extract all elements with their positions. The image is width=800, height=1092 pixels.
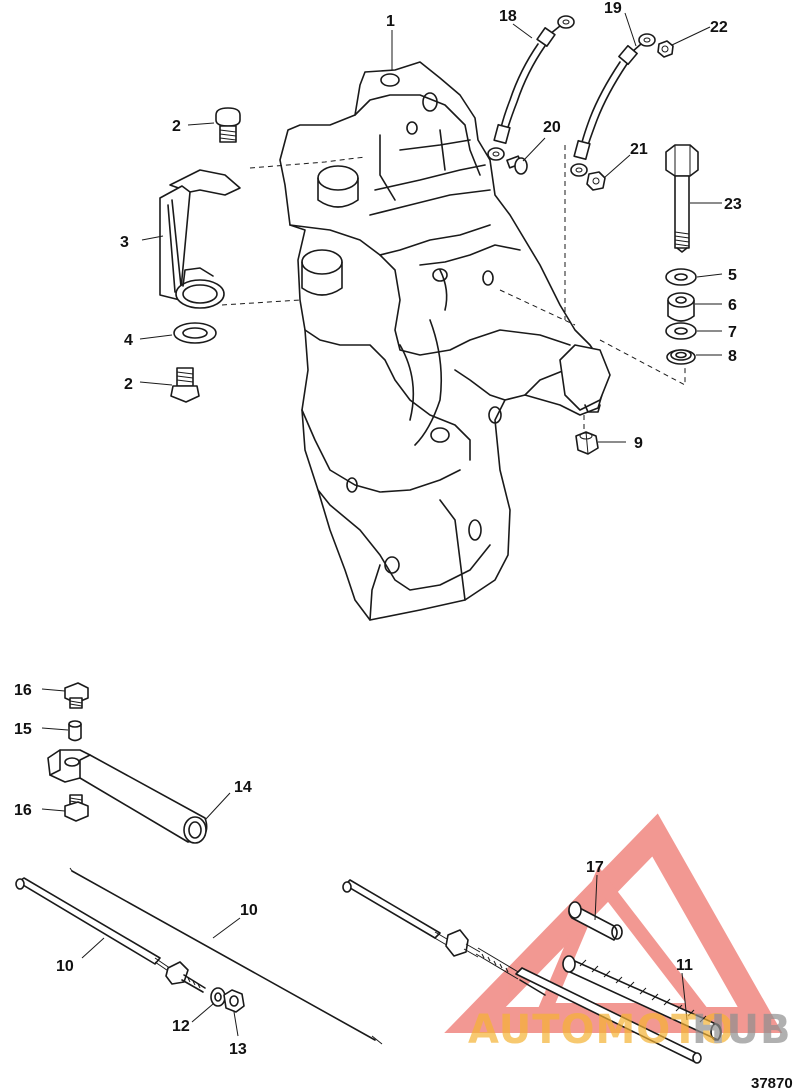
callout-9: 9 (634, 435, 643, 452)
nut-9 (575, 431, 599, 455)
washer-8 (666, 349, 696, 365)
callout-7: 7 (728, 324, 737, 341)
callout-12: 12 (172, 1018, 190, 1035)
callout-2-upper: 2 (172, 118, 181, 135)
nut-22 (657, 40, 674, 58)
watermark-text-part2: HUB (692, 1007, 791, 1053)
cable-rod-10-left (15, 877, 206, 993)
tilt-tube-14 (47, 749, 208, 844)
nut-21 (586, 171, 606, 191)
clip-bracket (159, 169, 241, 309)
callout-labels: 1 2 3 4 2 18 19 22 20 21 23 5 6 7 8 9 16… (14, 0, 742, 1058)
callout-15: 15 (14, 721, 32, 738)
screw-16-top (64, 682, 89, 709)
transom-bracket (279, 61, 611, 621)
callout-2-lower: 2 (124, 376, 133, 393)
callout-13: 13 (229, 1041, 247, 1058)
washer-12 (210, 987, 226, 1007)
callout-21: 21 (630, 141, 648, 158)
callout-10-left: 10 (56, 958, 74, 975)
long-bolt-23 (665, 144, 699, 253)
callout-17: 17 (586, 859, 604, 876)
callout-19: 19 (604, 0, 622, 17)
callout-4: 4 (124, 332, 133, 349)
washer-4 (173, 322, 217, 344)
wire-10 (69, 867, 383, 1045)
callout-8: 8 (728, 348, 737, 365)
callout-14: 14 (234, 779, 252, 796)
screw-20 (506, 155, 528, 175)
screw-16-bottom (64, 794, 89, 822)
callout-3: 3 (120, 234, 129, 251)
assembly-lines (221, 145, 686, 432)
figure-reference-number: 37870 (751, 1075, 793, 1092)
callout-16-bottom: 16 (14, 802, 32, 819)
leader-lines (41, 12, 723, 1037)
watermark-text: AUTOMOTO HUB (468, 1007, 791, 1053)
splined-shaft-11 (562, 955, 722, 1041)
callout-6: 6 (728, 297, 737, 314)
callout-16-top: 16 (14, 682, 32, 699)
cable-assembly-right (342, 879, 702, 1064)
washer-7 (665, 322, 697, 340)
bolt-lower (170, 367, 200, 403)
spacer-6 (667, 292, 695, 322)
ground-strap-19 (570, 33, 656, 177)
pin-17 (568, 901, 623, 941)
callout-20: 20 (543, 119, 561, 136)
callout-22: 22 (710, 19, 728, 36)
washer-5 (665, 268, 697, 286)
watermark-text-part1: AUTOMOTO (468, 1007, 735, 1053)
callout-11: 11 (676, 957, 693, 974)
nut-13 (223, 989, 245, 1013)
ground-strap-18 (487, 15, 575, 161)
callout-5: 5 (728, 267, 737, 284)
callout-10-right: 10 (240, 902, 258, 919)
bolt-upper (215, 107, 241, 143)
callout-18: 18 (499, 8, 517, 25)
pin-15 (68, 720, 82, 742)
callout-1: 1 (386, 13, 395, 30)
callout-23: 23 (724, 196, 742, 213)
